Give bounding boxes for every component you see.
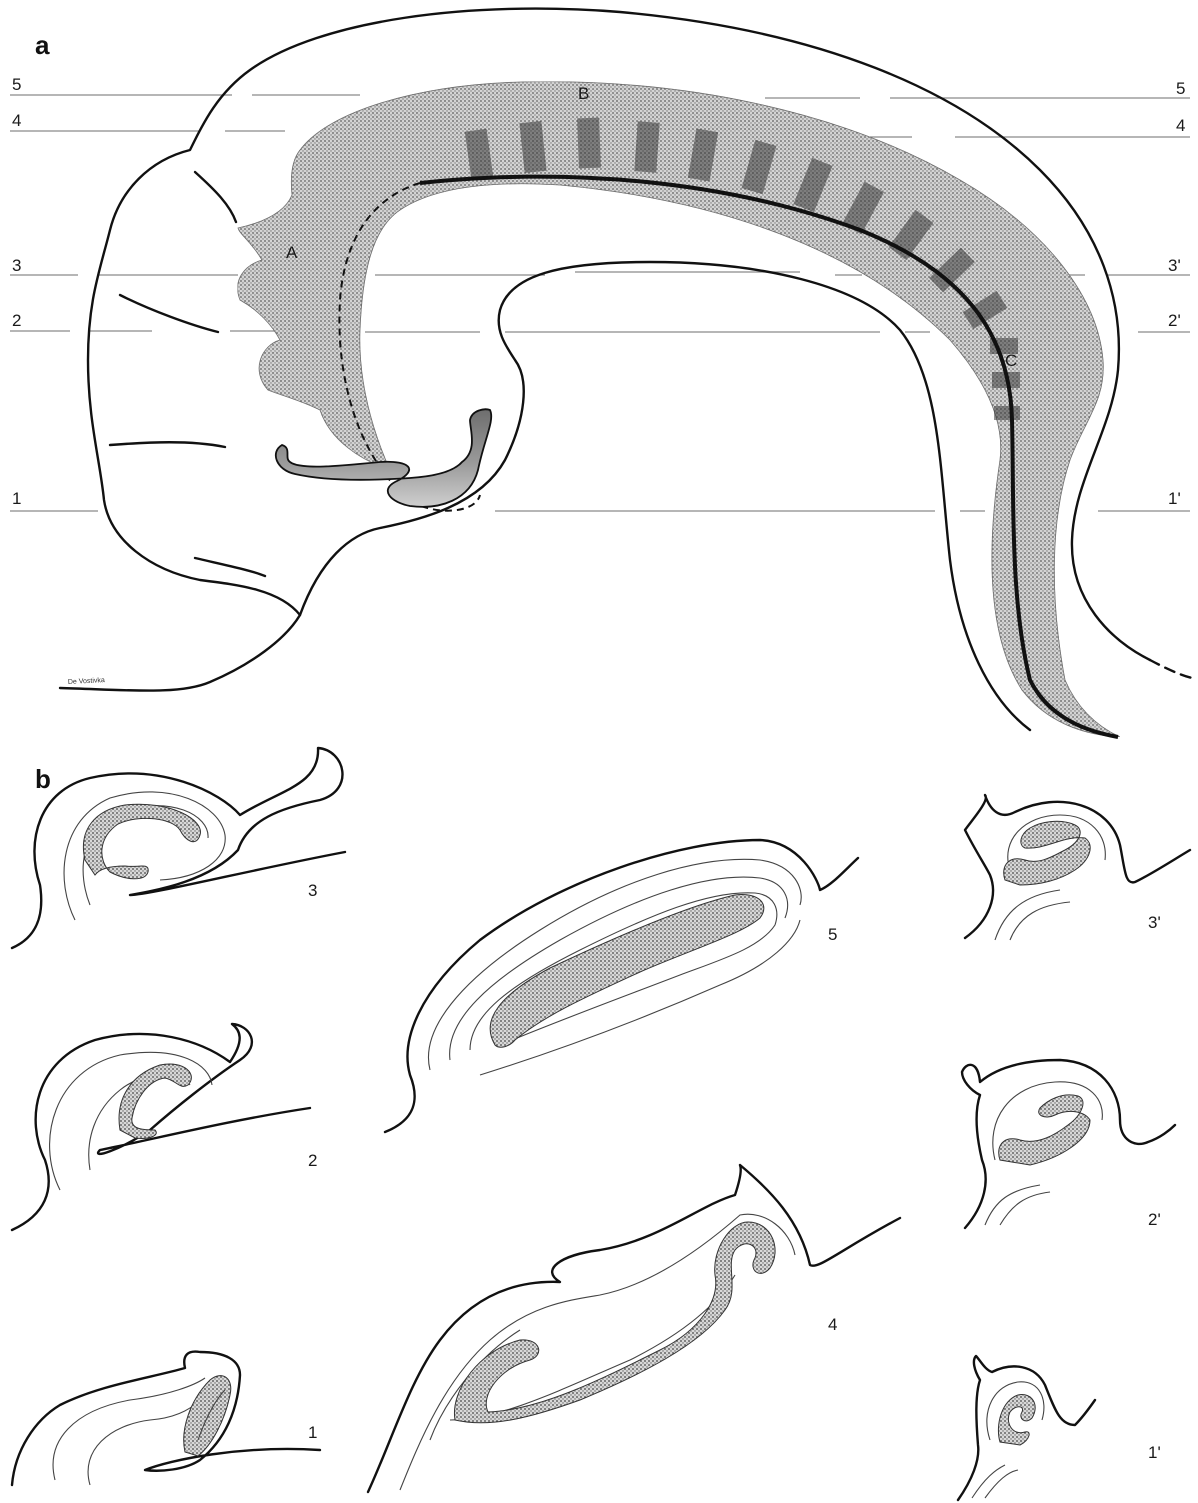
section-caption-2p: 2' bbox=[1148, 1210, 1161, 1229]
level-label-4: 4 bbox=[12, 111, 21, 130]
region-label-b: B bbox=[578, 84, 589, 103]
panel-b-label: b bbox=[35, 764, 51, 794]
level-label-5-right: 5 bbox=[1176, 79, 1185, 98]
level-label-1p: 1' bbox=[1168, 489, 1181, 508]
section-3: 3 bbox=[12, 748, 345, 948]
section-1: 1 bbox=[12, 1352, 320, 1485]
region-label-a: A bbox=[286, 243, 298, 262]
artist-signature: De Vostivka bbox=[68, 677, 105, 686]
panel-b: b 3 2 1 bbox=[12, 748, 1190, 1500]
section-caption-5: 5 bbox=[828, 925, 837, 944]
level-label-4-right: 4 bbox=[1176, 116, 1185, 135]
level-label-3p: 3' bbox=[1168, 256, 1181, 275]
level-label-2p: 2' bbox=[1168, 311, 1181, 330]
level-label-2: 2 bbox=[12, 311, 21, 330]
panel-a: a bbox=[10, 9, 1192, 737]
section-2: 2 bbox=[12, 1024, 317, 1230]
section-3p: 3' bbox=[965, 795, 1190, 940]
level-label-1: 1 bbox=[12, 489, 21, 508]
level-label-5: 5 bbox=[12, 75, 21, 94]
neural-tube bbox=[238, 82, 1120, 737]
section-caption-4: 4 bbox=[828, 1315, 837, 1334]
section-1p: 1' bbox=[958, 1356, 1161, 1500]
section-caption-2: 2 bbox=[308, 1151, 317, 1170]
section-caption-1p: 1' bbox=[1148, 1443, 1161, 1462]
level-labels-left: 5 4 3 2 1 bbox=[12, 75, 21, 508]
section-caption-3p: 3' bbox=[1148, 913, 1161, 932]
section-4: 4 bbox=[368, 1165, 900, 1492]
section-caption-3: 3 bbox=[308, 881, 317, 900]
panel-a-label: a bbox=[35, 30, 50, 60]
embryo-outline-dashed bbox=[1150, 660, 1192, 678]
section-caption-1: 1 bbox=[308, 1423, 317, 1442]
section-2p: 2' bbox=[962, 1060, 1175, 1229]
level-label-3: 3 bbox=[12, 256, 21, 275]
level-labels-right: 5 4 3' 2' 1' bbox=[1168, 79, 1185, 508]
region-label-c: C bbox=[1005, 351, 1017, 370]
section-5: 5 bbox=[385, 840, 858, 1132]
